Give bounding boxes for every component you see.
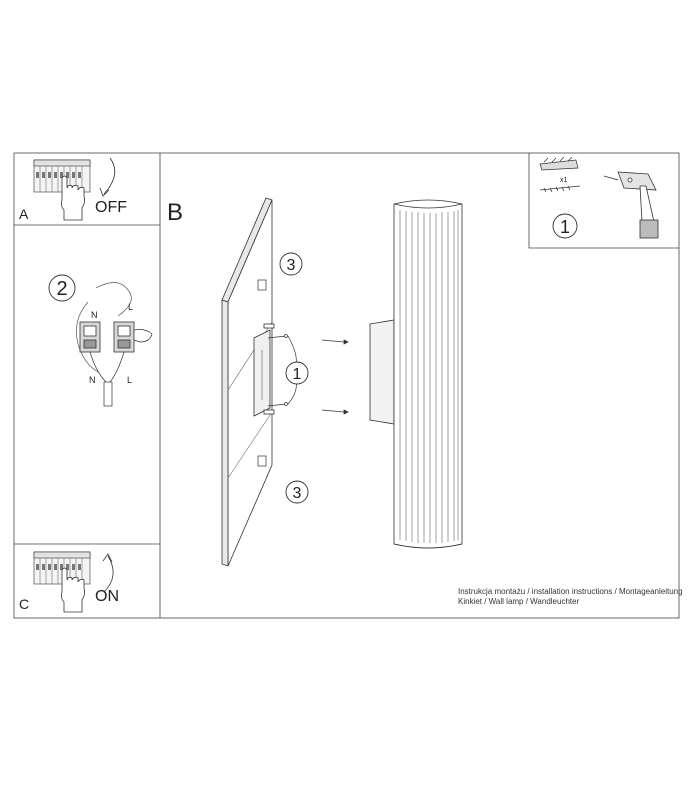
- wiring-diagram: 2 N L N L: [48, 274, 153, 407]
- supply-wire: [76, 301, 99, 373]
- callout-1-circle: [285, 361, 309, 385]
- footer-caption: Instrukcja montażu / installation instru…: [458, 587, 698, 607]
- lamp-cable: [89, 351, 107, 383]
- wall-panel: [221, 197, 273, 567]
- outer-frame: [13, 152, 680, 619]
- wall-screw: [257, 279, 288, 467]
- footer-line-2: Kinkiet / Wall lamp / Wandleuchter: [458, 597, 580, 606]
- step-1-number: 1: [560, 217, 570, 237]
- supply-wire: [95, 282, 132, 317]
- footer-line-1: Instrukcja montażu / installation instru…: [458, 587, 683, 596]
- drill-icon: [603, 171, 659, 239]
- hand-icon: [60, 175, 86, 221]
- hand-icon: [133, 329, 153, 343]
- step-2-number: 2: [56, 278, 67, 300]
- neutral-terminal-block: [79, 321, 101, 353]
- step-1-circle: [552, 213, 578, 239]
- callout-3-top-number: 3: [287, 257, 296, 274]
- off-label: OFF: [95, 199, 127, 216]
- panel-c: C ON: [14, 543, 160, 613]
- neutral-label-top: N: [91, 310, 98, 320]
- tools-box: x1 1: [528, 153, 679, 249]
- live-label-top: L: [128, 302, 133, 312]
- arrow-head-up: [102, 553, 113, 563]
- quantity-label: x1: [560, 177, 568, 184]
- wall-lamp-body: [369, 199, 463, 549]
- rotate-arrow-up-icon: [103, 555, 114, 593]
- callout-3-bottom-number: 3: [293, 485, 302, 502]
- panel-b-letter: B: [167, 199, 183, 226]
- step-2-circle: [48, 274, 76, 302]
- rotate-arrow-down-icon: [103, 157, 116, 195]
- panel-c-letter: C: [19, 596, 29, 612]
- on-label: ON: [95, 588, 119, 605]
- arrow-head-down: [99, 187, 110, 197]
- live-label-bottom: L: [127, 375, 132, 385]
- live-terminal-block: [113, 321, 135, 353]
- screw-icon: [539, 185, 581, 193]
- fixing-screw: [321, 339, 349, 415]
- hand-icon: [60, 567, 86, 613]
- callout-3-top-circle: [279, 252, 303, 276]
- wall-plug-icon: [539, 156, 579, 171]
- callout-3-bottom-circle: [285, 480, 309, 504]
- cable-sheath: [103, 381, 113, 407]
- neutral-label-bottom: N: [89, 375, 96, 385]
- lamp-cable: [109, 351, 125, 383]
- mounting-bracket: [253, 323, 275, 417]
- panel-a-letter: A: [19, 206, 29, 222]
- callout-1-number: 1: [293, 366, 302, 383]
- panel-a: A OFF: [14, 157, 160, 226]
